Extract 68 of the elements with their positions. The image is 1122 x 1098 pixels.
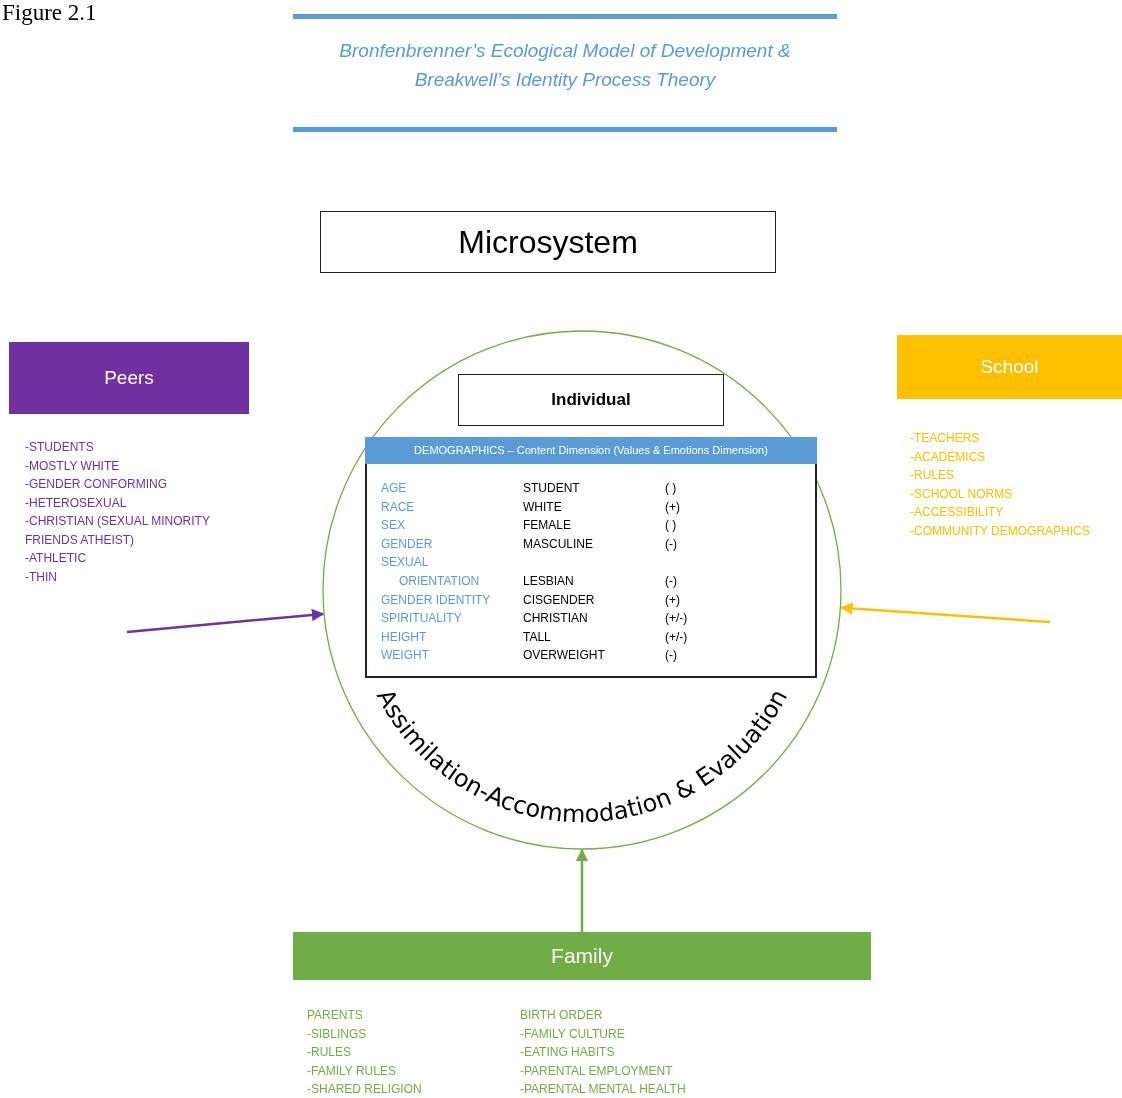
list-item: -FAMILY RULES <box>307 1062 397 1080</box>
value-label: CISGENDER <box>523 591 596 609</box>
valence-label: ( ) <box>665 517 678 535</box>
list-item: -SIBLINGS <box>307 1025 368 1043</box>
category-label: SEXUAL ORIENTATION <box>381 554 481 590</box>
valence-label: (+/-) <box>665 628 689 646</box>
value-label: CHRISTIAN <box>523 610 589 628</box>
list-item: -THIN <box>25 568 58 586</box>
list-item: BIRTH ORDER <box>520 1007 604 1024</box>
list-item: -TEACHERS <box>910 430 981 447</box>
list-item: -SCHOOL NORMS <box>910 485 1014 503</box>
list-item: -RULES <box>910 467 955 484</box>
value-label: LESBIAN <box>523 572 575 590</box>
value-label: FEMALE <box>523 517 572 535</box>
node-label: Microsystem <box>458 223 638 261</box>
list-item: -MOSTLY WHITE <box>25 457 121 475</box>
label-box <box>458 374 724 426</box>
title: Bronfenbrenner’s Ecological Model of Development & Breakwell’s Identity Process Theory <box>338 39 792 92</box>
category-label: HEIGHT <box>381 628 428 646</box>
value-label: WHITE <box>523 498 563 516</box>
list-item: -PARENTAL EMPLOYMENT <box>520 1062 674 1080</box>
value-label: OVERWEIGHT <box>523 647 606 665</box>
list-item: -PARENTAL MENTAL HEALTH <box>520 1081 687 1098</box>
arrow <box>840 602 1051 624</box>
valence-label: (-) <box>665 647 678 665</box>
label-box <box>320 211 776 273</box>
arrow <box>126 608 325 634</box>
category-label: GENDER IDENTITY <box>381 591 492 609</box>
figure-number: Figure 2.1 <box>2 0 97 26</box>
list-item: -EATING HABITS <box>520 1044 616 1061</box>
list-item: -GENDER CONFORMING <box>25 476 168 493</box>
category-label: GENDER <box>381 535 434 553</box>
list-item: -FAMILY CULTURE <box>520 1025 626 1043</box>
valence-label: (+) <box>665 591 681 609</box>
value-label: STUDENT <box>523 480 581 497</box>
context-box <box>293 932 871 980</box>
value-label: MASCULINE <box>523 535 594 553</box>
list-item: -COMMUNITY DEMOGRAPHICS <box>910 522 1091 540</box>
node-label: Peers <box>104 367 154 389</box>
category-label: RACE <box>381 498 416 516</box>
list-item: -ACCESSIBILITY <box>910 504 1005 521</box>
node-label: School <box>980 356 1039 378</box>
demographics-table <box>365 437 817 678</box>
list-item: -RULES <box>307 1044 352 1061</box>
list-item: -ACADEMICS <box>910 448 987 466</box>
list-item: -ATHLETIC <box>25 550 88 567</box>
node-label: Family <box>551 944 613 968</box>
valence-label: (-) <box>665 535 678 553</box>
valence-label: ( ) <box>665 480 678 497</box>
node-label: Individual <box>551 390 631 410</box>
list-item: -STUDENTS <box>25 439 95 456</box>
valence-label: (+/-) <box>665 610 689 628</box>
table-header: DEMOGRAPHICS – Content Dimension (Values & Emotions Dimension) <box>365 437 817 464</box>
valence-label: (-) <box>665 572 678 590</box>
category-label: WEIGHT <box>381 647 430 665</box>
valence-label: (+) <box>665 498 681 516</box>
list-item: -SHARED RELIGION <box>307 1081 423 1098</box>
arrow <box>575 848 589 932</box>
list-item: -HETEROSEXUAL <box>25 494 128 512</box>
category-label: SEX <box>381 517 406 535</box>
list-item: -CHRISTIAN (SEXUAL MINORITY FRIENDS ATHEIST) <box>25 513 211 549</box>
context-box <box>9 342 249 414</box>
category-label: AGE <box>381 480 408 497</box>
process-circle <box>322 330 842 850</box>
value-label: TALL <box>523 628 552 646</box>
category-label: SPIRITUALITY <box>381 610 463 628</box>
context-box <box>897 335 1122 399</box>
list-item: PARENTS <box>307 1007 364 1024</box>
